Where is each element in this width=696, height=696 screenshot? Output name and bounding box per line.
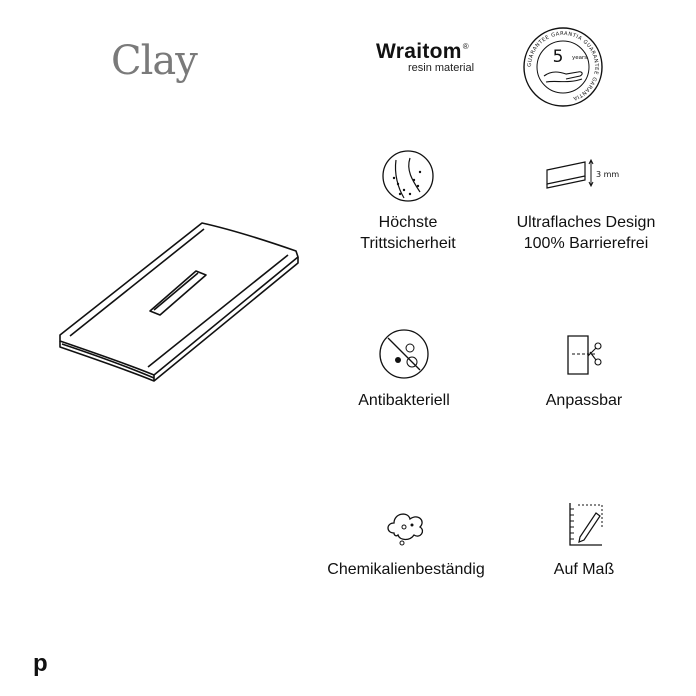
brand-logo: Wraitom® resin material <box>376 40 496 74</box>
brand-subtitle: resin material <box>408 62 475 74</box>
feature-chemical-resistant: Chemikalienbeständig <box>316 497 496 580</box>
foot-grip-icon <box>382 150 434 202</box>
scissors-cut-icon <box>567 335 602 375</box>
ultra-thin-icon: 3 mm <box>546 158 619 189</box>
antibacterial-icon <box>379 329 429 379</box>
feature-customizable: Anpassbar <box>494 328 674 411</box>
product-title: Clay <box>111 38 198 84</box>
guarantee-seal-icon: GUARANTEE GARANTIA GUARANTEE GARANTIA 5 … <box>523 27 603 107</box>
feature-label: Chemikalienbeständig <box>327 561 485 578</box>
seal-unit: years <box>572 55 587 61</box>
feature-label: Antibakteriell <box>358 392 450 409</box>
footer-logo: p <box>33 650 48 677</box>
dimension-label: 3 mm <box>596 170 619 179</box>
feature-label: Anpassbar <box>545 392 623 409</box>
brand-name: Wraitom <box>376 40 462 63</box>
feature-antibacterial: Antibakteriell <box>314 328 494 411</box>
registered-mark: ® <box>462 42 469 51</box>
shower-tray-illustration <box>59 222 299 382</box>
chemical-cloud-icon <box>387 513 424 546</box>
feature-label: Auf Maß <box>553 561 615 578</box>
ruler-pencil-icon <box>569 503 603 546</box>
feature-custom-size: Auf Maß <box>494 497 674 580</box>
seal-number: 5 <box>553 47 564 67</box>
